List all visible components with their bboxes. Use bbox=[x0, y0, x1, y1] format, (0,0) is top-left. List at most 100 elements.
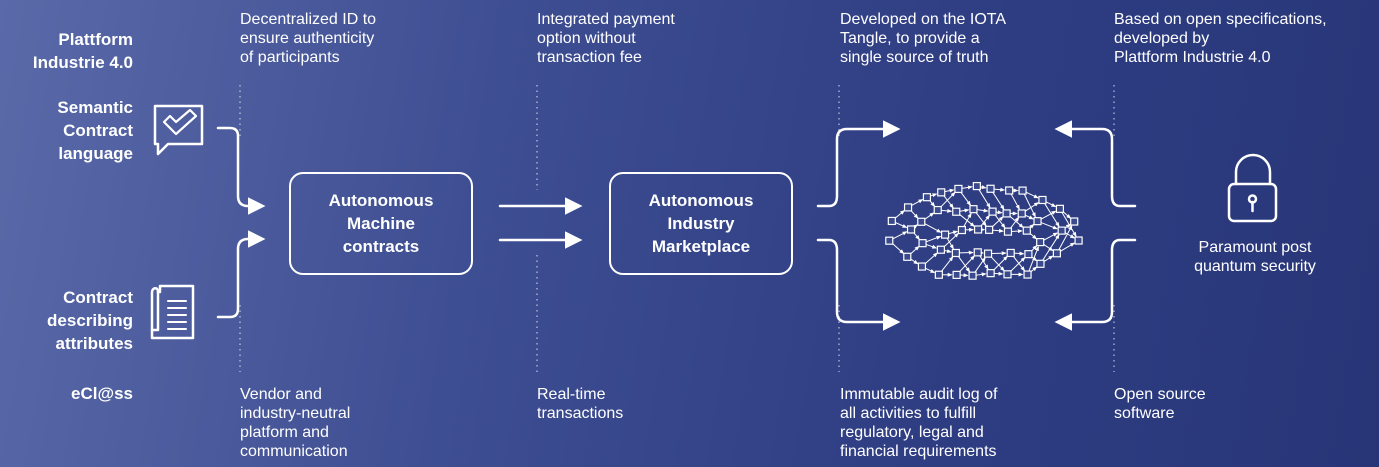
tangle-edge bbox=[924, 252, 938, 265]
tangle-node bbox=[937, 188, 946, 197]
tangle-edge bbox=[1010, 193, 1020, 210]
note-iota-tangle: Developed on the IOTA Tangle, to provide… bbox=[840, 11, 1007, 66]
tangle-node bbox=[918, 239, 927, 248]
tangle-edge bbox=[993, 187, 1006, 192]
tangle-node bbox=[952, 270, 961, 279]
tangle-edge bbox=[992, 191, 1005, 211]
tangle-node bbox=[1018, 186, 1027, 195]
tangle-node bbox=[986, 269, 995, 278]
tangle-node bbox=[936, 245, 945, 254]
tangle-edge bbox=[930, 193, 938, 198]
document-icon bbox=[150, 284, 195, 340]
tangle-edge bbox=[992, 228, 1004, 233]
tangle-edge bbox=[960, 191, 972, 206]
tangle-edge bbox=[959, 208, 970, 213]
tangle-edge bbox=[963, 212, 972, 228]
tangle-edge bbox=[891, 242, 905, 255]
tangle-node bbox=[986, 184, 995, 193]
tangle-edge bbox=[939, 191, 956, 208]
tangle-node bbox=[903, 252, 912, 261]
tangle-edge bbox=[958, 213, 975, 227]
note-decentralized-id: Decentralized ID to ensure authenticity … bbox=[240, 11, 377, 66]
tangle-node bbox=[1024, 250, 1033, 259]
tangle-node bbox=[1052, 249, 1061, 258]
arrow-marketplace-to-tangle-top bbox=[816, 120, 901, 208]
tangle-edge bbox=[925, 243, 938, 249]
arrow-marketplace-to-tangle-bottom bbox=[816, 238, 901, 331]
tangle-edge bbox=[957, 255, 971, 273]
tangle-edge bbox=[946, 237, 954, 250]
tangle-node bbox=[972, 181, 981, 191]
box-autonomous-machine-contracts: Autonomous Machine contracts bbox=[289, 172, 473, 275]
tangle-edge bbox=[978, 188, 991, 209]
tangle-node bbox=[968, 271, 977, 280]
label-contract-describing-attributes: Contract describing attributes bbox=[47, 288, 133, 353]
tangle-edge bbox=[995, 210, 1003, 215]
tangle-node bbox=[1033, 217, 1042, 226]
tangle-edge bbox=[1028, 245, 1039, 272]
label-eclass: eCl@ss bbox=[71, 384, 133, 403]
tangle-edge bbox=[1043, 232, 1059, 241]
tangle-edge bbox=[990, 255, 1005, 272]
tangle-edge bbox=[924, 222, 942, 233]
tangle-edge bbox=[961, 185, 973, 190]
dotted-separators bbox=[239, 85, 1115, 372]
box-autonomous-industry-marketplace: Autonomous Industry Marketplace bbox=[609, 172, 793, 275]
tangle-edge bbox=[992, 255, 1008, 272]
tangle-node bbox=[933, 205, 942, 215]
tangle-edge bbox=[941, 208, 953, 213]
note-integrated-payment: Integrated payment option without transa… bbox=[537, 11, 675, 66]
tangle-node bbox=[1022, 226, 1031, 235]
tangle-node bbox=[973, 225, 983, 234]
note-open-source: Open source software bbox=[1114, 386, 1206, 422]
tangle-edge bbox=[1023, 193, 1036, 218]
tangle-node bbox=[969, 205, 978, 214]
tangle-edge bbox=[943, 232, 959, 248]
tangle-edge bbox=[991, 216, 1004, 228]
tangle-node bbox=[952, 207, 961, 216]
tangle-edge bbox=[980, 185, 987, 189]
tangle-node bbox=[1036, 259, 1045, 268]
tangle-node bbox=[988, 207, 997, 216]
label-plattform-industrie: Plattform Industrie 4.0 bbox=[32, 30, 133, 72]
tangle-edge bbox=[1024, 202, 1040, 212]
tangle-edge bbox=[1043, 255, 1054, 263]
tangle-edge bbox=[979, 214, 991, 228]
tangle-node bbox=[951, 248, 960, 258]
arrow-attributes-to-contracts bbox=[216, 230, 266, 319]
tangle-node bbox=[917, 262, 927, 271]
tangle-edge bbox=[909, 258, 919, 265]
tangle-node bbox=[1038, 195, 1047, 205]
tangle-node bbox=[1002, 209, 1011, 218]
tangle-node bbox=[1036, 238, 1045, 247]
note-audit-log: Immutable audit log of all activities to… bbox=[840, 386, 998, 460]
tangle-edge bbox=[1059, 242, 1076, 252]
tangle-node bbox=[885, 236, 894, 245]
tangle-node bbox=[1005, 186, 1014, 195]
tangle-edge bbox=[1014, 251, 1025, 256]
tangle-node bbox=[957, 225, 966, 235]
padlock-icon bbox=[1227, 153, 1278, 223]
tangle-edge bbox=[1058, 225, 1073, 251]
tangle-edge bbox=[1045, 201, 1057, 208]
tangle-edge bbox=[976, 208, 989, 213]
tangle-edge bbox=[1011, 229, 1023, 234]
tangle-edge bbox=[924, 267, 936, 274]
tangle-edge bbox=[942, 194, 954, 209]
label-semantic-contract-language: Semantic Contract language bbox=[57, 98, 133, 163]
tangle-node bbox=[1023, 270, 1032, 279]
tangle-edge bbox=[1042, 243, 1054, 252]
tangle-node bbox=[922, 193, 932, 202]
tangle-edge bbox=[948, 230, 959, 235]
tangle-node bbox=[985, 225, 994, 234]
tangle-edge bbox=[1040, 210, 1057, 220]
tangle-edge bbox=[923, 212, 935, 221]
tangle-edge bbox=[975, 211, 987, 227]
tangle-node bbox=[940, 230, 950, 239]
tangle-node bbox=[903, 203, 913, 212]
tangle-node bbox=[917, 217, 926, 226]
tangle-edge bbox=[910, 199, 924, 207]
tangle-node bbox=[973, 248, 982, 257]
tangle-edge bbox=[1009, 256, 1026, 273]
tangle-network-icon bbox=[885, 181, 1083, 280]
